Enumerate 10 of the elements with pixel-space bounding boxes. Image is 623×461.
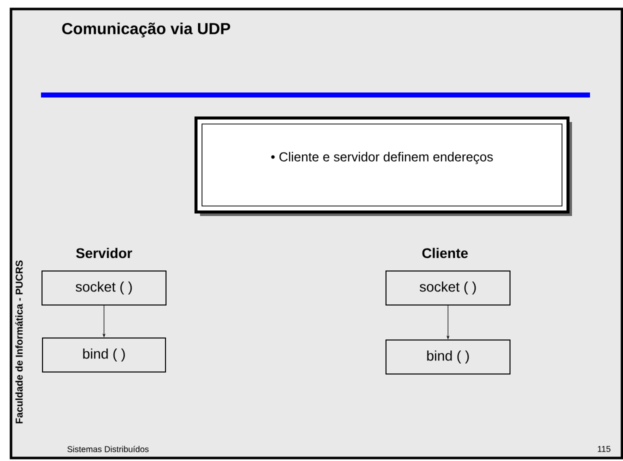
callout-box: • Cliente e servidor definem endereços [194, 116, 572, 216]
process-box: socket ( ) [42, 270, 166, 306]
process-box: bind ( ) [42, 338, 166, 372]
process-box: socket ( ) [386, 270, 510, 306]
process-box: bind ( ) [386, 340, 510, 374]
side-text: Faculdade de Informática - PUCRS [15, 260, 23, 424]
column-heading: Cliente [422, 248, 468, 258]
page-number: 115 [598, 446, 610, 452]
slide-title: Comunicação via UDP [62, 22, 230, 38]
footer-text: Sistemas Distribuídos [67, 446, 149, 452]
